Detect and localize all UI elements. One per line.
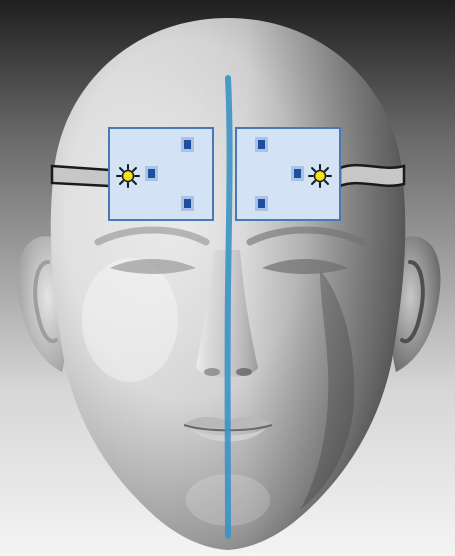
electrode-square-icon: [148, 169, 155, 178]
right-nostril: [236, 368, 252, 376]
electrode-square-icon: [258, 140, 265, 149]
left-cheek-highlight: [82, 258, 178, 382]
electrode-square-icon: [294, 169, 301, 178]
electrode-square-icon: [184, 140, 191, 149]
electrode-square-icon: [184, 199, 191, 208]
right-cable-connector: [340, 165, 404, 186]
left-nostril: [204, 368, 220, 376]
led-sun-icon: [309, 165, 331, 187]
midline-guide: [228, 78, 230, 536]
led-sun-icon: [117, 165, 139, 187]
electrode-square-icon: [258, 199, 265, 208]
left-cable-connector: [52, 166, 110, 186]
